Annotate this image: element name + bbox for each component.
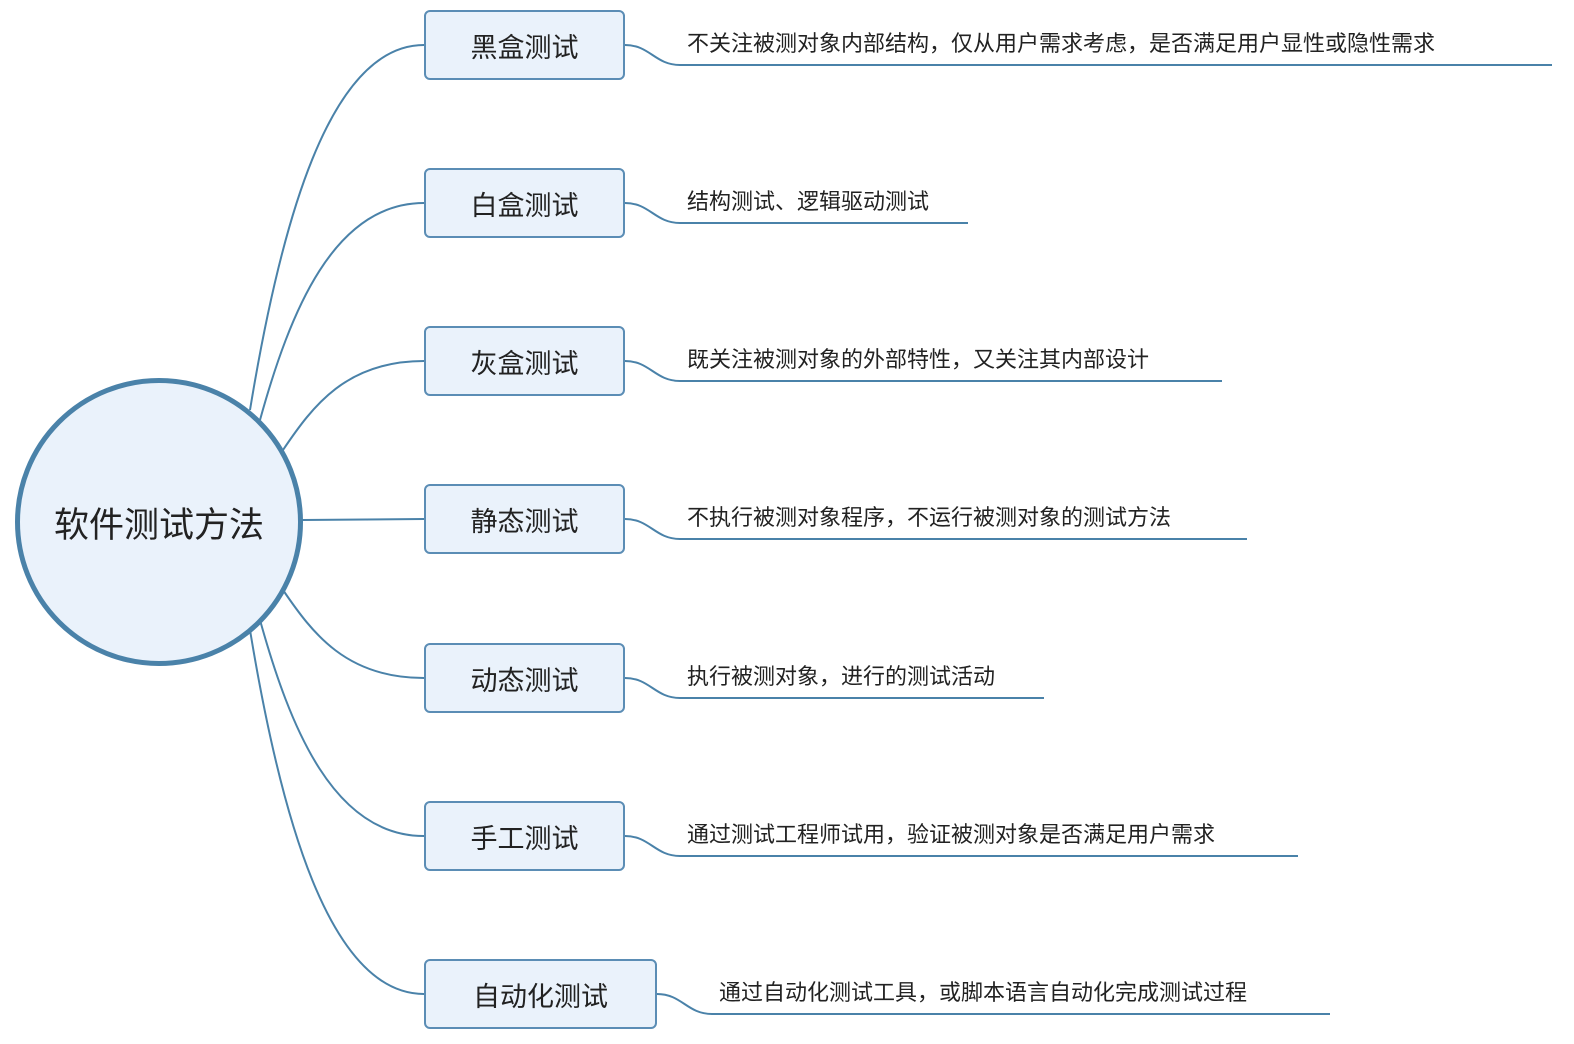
- branch-connector: [259, 619, 425, 837]
- branch-node-black-box[interactable]: 黑盒测试: [424, 10, 625, 80]
- branch-connector: [249, 44, 425, 411]
- branch-label: 灰盒测试: [470, 348, 579, 380]
- branch-connector: [282, 360, 425, 451]
- branch-connector: [259, 202, 425, 421]
- desc-underline: [624, 360, 1222, 382]
- branch-connector: [249, 629, 425, 995]
- desc-underline: [656, 993, 1330, 1015]
- branch-node-gray-box[interactable]: 灰盒测试: [424, 326, 625, 396]
- desc-underline: [624, 202, 968, 224]
- branch-desc: 既关注被测对象的外部特性，又关注其内部设计: [687, 348, 1150, 373]
- branch-node-manual[interactable]: 手工测试: [424, 801, 625, 871]
- branch-label: 白盒测试: [470, 190, 579, 222]
- desc-underline: [624, 835, 1298, 857]
- branch-node-white-box[interactable]: 白盒测试: [424, 168, 625, 238]
- branch-desc: 结构测试、逻辑驱动测试: [687, 190, 930, 215]
- desc-underline: [624, 518, 1247, 540]
- desc-underline: [624, 677, 1044, 699]
- branch-desc: 执行被测对象，进行的测试活动: [687, 665, 996, 690]
- branch-connector: [282, 589, 425, 679]
- branch-label: 静态测试: [470, 506, 579, 538]
- branch-label: 手工测试: [470, 823, 579, 855]
- desc-underline: [624, 44, 1552, 66]
- center-topic-label: 软件测试方法: [53, 505, 264, 546]
- branch-desc: 通过测试工程师试用，验证被测对象是否满足用户需求: [687, 823, 1216, 848]
- branch-label: 黑盒测试: [470, 32, 579, 64]
- branch-node-dynamic[interactable]: 动态测试: [424, 643, 625, 713]
- center-topic[interactable]: 软件测试方法: [15, 378, 303, 666]
- branch-node-static[interactable]: 静态测试: [424, 484, 625, 554]
- branch-desc: 通过自动化测试工具，或脚本语言自动化完成测试过程: [719, 981, 1248, 1006]
- branch-connector: [301, 518, 425, 521]
- branch-label: 动态测试: [470, 665, 579, 697]
- branch-node-automated[interactable]: 自动化测试: [424, 959, 657, 1029]
- branch-desc: 不关注被测对象内部结构，仅从用户需求考虑，是否满足用户显性或隐性需求: [687, 32, 1436, 57]
- branch-label: 自动化测试: [473, 981, 608, 1013]
- branch-desc: 不执行被测对象程序，不运行被测对象的测试方法: [687, 506, 1172, 531]
